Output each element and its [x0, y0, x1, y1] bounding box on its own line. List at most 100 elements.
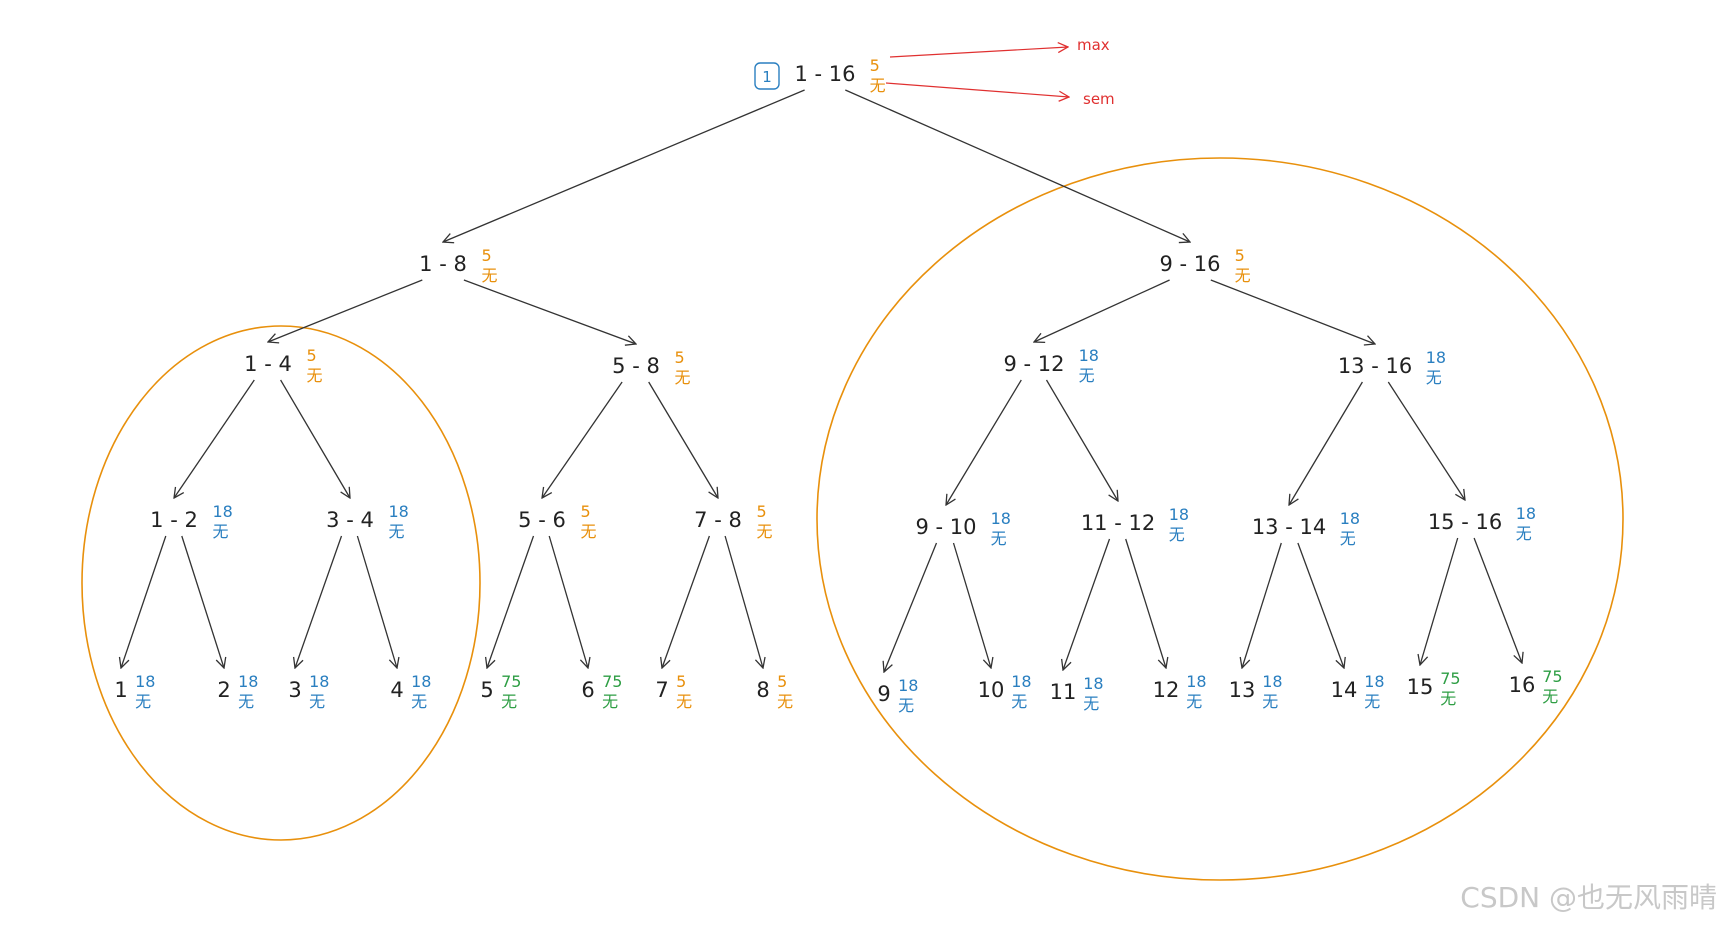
node-sem-value: 无 [1262, 692, 1278, 711]
node-max-value: 18 [238, 672, 258, 691]
edge-11-12-to-11 [1063, 538, 1111, 670]
node-sem-value: 无 [676, 692, 692, 711]
edge-9-12-to-11-12 [1045, 379, 1119, 501]
node-max-value: 5 [675, 348, 685, 367]
node-range-label: 1 - 2 [150, 508, 198, 532]
node-range-label: 7 - 8 [694, 508, 742, 532]
edges-layer [121, 89, 1522, 672]
node-max-value: 18 [411, 672, 431, 691]
node-sem-value: 无 [309, 692, 325, 711]
annotation-sem: sem [885, 82, 1115, 108]
node-range-label: 1 - 8 [419, 252, 467, 276]
node-sem-value: 无 [213, 522, 229, 541]
node-range-label: 13 - 14 [1252, 515, 1326, 539]
node-max-value: 75 [1440, 669, 1460, 688]
node-sem-value: 无 [898, 696, 914, 715]
node-range-label: 13 [1229, 678, 1256, 702]
edge-9-10-to-9 [884, 542, 938, 672]
edge-15-16-to-16 [1473, 537, 1522, 663]
node-max-value: 18 [991, 509, 1011, 528]
node-sem-value: 无 [1011, 692, 1027, 711]
node-range-label: 1 - 4 [244, 352, 292, 376]
node-sem-value: 无 [1364, 692, 1380, 711]
node-sem-value: 无 [1186, 692, 1202, 711]
node-range-label: 15 [1407, 675, 1434, 699]
node-range-label: 4 [390, 678, 403, 702]
node-max-value: 5 [870, 56, 880, 75]
edge-1-16-to-1-8 [443, 89, 805, 242]
node-max-value: 18 [1011, 672, 1031, 691]
annotation-sem-arrow [885, 82, 1069, 97]
node-max-value: 18 [309, 672, 329, 691]
root-badge-number: 1 [762, 68, 772, 86]
highlight-circle-left [81, 325, 481, 841]
node-range-label: 1 [114, 678, 127, 702]
node-sem-value: 无 [307, 366, 323, 385]
root-badge: 1 [754, 62, 780, 90]
node-max-value: 18 [1426, 348, 1446, 367]
node-sem-value: 无 [238, 692, 254, 711]
edge-13-14-to-13 [1242, 542, 1282, 668]
node-sem-value: 无 [482, 266, 498, 285]
node-max-value: 18 [1340, 509, 1360, 528]
node-range-label: 10 [978, 678, 1005, 702]
node-max-value: 75 [501, 672, 521, 691]
edge-11-12-to-12 [1125, 538, 1166, 668]
annotation-max-arrow [889, 47, 1068, 58]
node-range-label: 11 [1050, 680, 1077, 704]
node-max-value: 18 [389, 502, 409, 521]
edge-5-8-to-5-6 [542, 381, 623, 498]
edge-13-16-to-15-16 [1387, 381, 1465, 500]
tree-node-5-8: 5 - 8 5无 [612, 348, 690, 387]
edge-9-10-to-10 [952, 542, 992, 668]
node-max-value: 18 [1516, 504, 1536, 523]
edge-1-16-to-9-16 [845, 89, 1190, 242]
node-range-label: 6 [581, 678, 594, 702]
node-max-value: 18 [1169, 505, 1189, 524]
node-sem-value: 无 [501, 692, 517, 711]
node-sem-value: 无 [135, 692, 151, 711]
node-sem-value: 无 [1169, 525, 1185, 544]
node-range-label: 9 - 10 [915, 515, 976, 539]
node-range-label: 9 - 16 [1159, 252, 1220, 276]
edge-1-2-to-2 [181, 535, 224, 668]
annotation-max: max [889, 36, 1110, 58]
node-sem-value: 无 [1340, 529, 1356, 548]
node-sem-value: 无 [1079, 366, 1095, 385]
node-range-label: 14 [1331, 678, 1358, 702]
highlight-circle-right [816, 157, 1624, 881]
edge-7-8-to-7 [662, 535, 711, 668]
node-range-label: 5 - 8 [612, 354, 660, 378]
tree-node-3: 3 18无 [288, 672, 329, 711]
node-max-value: 18 [1083, 674, 1103, 693]
node-range-label: 7 [655, 678, 668, 702]
node-range-label: 3 [288, 678, 301, 702]
edge-3-4-to-4 [356, 535, 397, 668]
node-range-label: 5 [480, 678, 493, 702]
node-range-label: 1 - 16 [794, 62, 855, 86]
edge-5-6-to-5 [487, 535, 535, 668]
node-sem-value: 无 [1235, 266, 1251, 285]
node-sem-value: 无 [675, 368, 691, 387]
